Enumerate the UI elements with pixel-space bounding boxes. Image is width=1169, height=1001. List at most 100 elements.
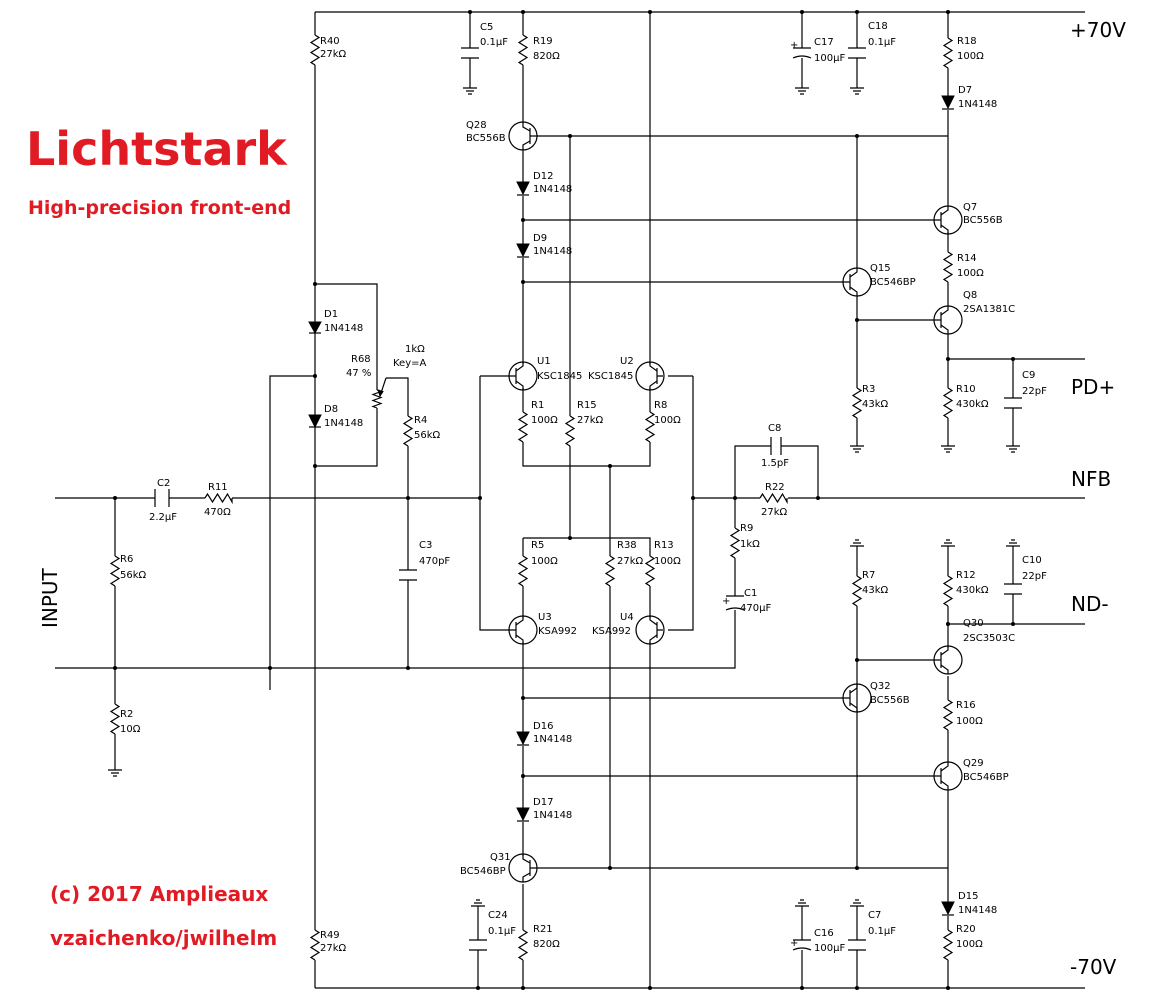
label-c24-ref: C24: [488, 910, 508, 921]
port-input-label: INPUT: [38, 567, 62, 628]
label-r10-ref: R10: [956, 384, 976, 395]
label-q32-val: BC556B: [870, 695, 910, 706]
label-d9-val: 1N4148: [533, 246, 572, 257]
label-u2-ref: U2: [620, 356, 634, 367]
label-r9-val: 1kΩ: [740, 539, 760, 550]
label-c18-ref: C18: [868, 21, 888, 32]
label-r3-ref: R3: [862, 384, 875, 395]
label-r16-val: 100Ω: [956, 716, 983, 727]
label-d7-val: 1N4148: [958, 99, 997, 110]
label-r19-ref: R19: [533, 36, 553, 47]
label-r49-val: 27kΩ: [320, 943, 347, 954]
credit-line-2: vzaichenko/jwilhelm: [50, 926, 277, 950]
label-q29-val: BC546BP: [963, 772, 1009, 783]
label-r13-ref: R13: [654, 540, 674, 551]
label-r4-val: 56kΩ: [414, 430, 441, 441]
label-d12-val: 1N4148: [533, 184, 572, 195]
label-r22-val: 27kΩ: [761, 507, 788, 518]
label-r14-val: 100Ω: [957, 268, 984, 279]
grounds: [108, 87, 1020, 907]
label-d8-ref: D8: [324, 404, 338, 415]
capacitors: + + +: [154, 40, 1022, 951]
label-q30-val: 2SC3503C: [963, 633, 1015, 644]
rail-positive-label: +70V: [1070, 18, 1126, 42]
label-r6-val: 56kΩ: [120, 570, 147, 581]
label-r1-val: 100Ω: [531, 415, 558, 426]
label-q31-ref: Q31: [490, 852, 511, 863]
label-r20-ref: R20: [956, 924, 976, 935]
diodes: [308, 95, 955, 916]
page-subtitle: High-precision front-end: [28, 197, 291, 219]
label-d9-ref: D9: [533, 233, 547, 244]
label-r16-ref: R16: [956, 700, 976, 711]
label-r1-ref: R1: [531, 400, 544, 411]
label-r68-pct: 47 %: [346, 368, 371, 379]
svg-text:+: +: [790, 938, 798, 949]
port-nfb-label: NFB: [1071, 467, 1111, 491]
label-c5-ref: C5: [480, 22, 493, 33]
label-u3-val: KSA992: [538, 626, 577, 637]
component-labels: R40 27kΩ R49 27kΩ C5 0.1µF R19 820Ω C24 …: [120, 21, 1047, 954]
svg-text:+: +: [790, 40, 798, 51]
label-c17-val: 100µF: [814, 53, 845, 64]
label-q7-ref: Q7: [963, 202, 977, 213]
label-u3-ref: U3: [538, 612, 552, 623]
label-r12-ref: R12: [956, 570, 976, 581]
label-r3-val: 43kΩ: [862, 399, 889, 410]
label-u2-val: KSC1845: [588, 371, 633, 382]
label-q29-ref: Q29: [963, 758, 984, 769]
label-r18-val: 100Ω: [957, 51, 984, 62]
title-block: Lichtstark High-precision front-end (c) …: [26, 122, 291, 950]
label-r22-ref: R22: [765, 482, 785, 493]
label-r8-val: 100Ω: [654, 415, 681, 426]
label-r38-val: 27kΩ: [617, 556, 644, 567]
label-c8-val: 1.5pF: [761, 458, 789, 469]
label-r2-val: 10Ω: [120, 724, 141, 735]
rail-negative-label: -70V: [1070, 955, 1117, 979]
label-q28-val: BC556B: [466, 133, 506, 144]
label-d15-ref: D15: [958, 891, 978, 902]
label-r15-val: 27kΩ: [577, 415, 604, 426]
label-r7-ref: R7: [862, 570, 875, 581]
label-c5-val: 0.1µF: [480, 37, 508, 48]
label-r21-val: 820Ω: [533, 939, 560, 950]
label-c16-ref: C16: [814, 928, 834, 939]
port-pd-label: PD+: [1071, 375, 1115, 399]
label-r9-ref: R9: [740, 523, 753, 534]
credit-line-1: (c) 2017 Amplieaux: [50, 882, 268, 906]
label-r40-ref: R40: [320, 36, 340, 47]
label-r4-ref: R4: [414, 415, 427, 426]
label-d8-val: 1N4148: [324, 418, 363, 429]
label-c1-val: 470µF: [740, 603, 771, 614]
label-c17-ref: C17: [814, 37, 834, 48]
transistors: [508, 121, 963, 883]
label-r6-ref: R6: [120, 554, 133, 565]
label-r68-val: 1kΩ: [405, 344, 425, 355]
label-r68-key: Key=A: [393, 358, 427, 369]
label-d17-ref: D17: [533, 797, 553, 808]
label-r2-ref: R2: [120, 709, 133, 720]
label-d1-val: 1N4148: [324, 323, 363, 334]
label-c10-val: 22pF: [1022, 571, 1047, 582]
label-c8-ref: C8: [768, 423, 781, 434]
label-q30-ref: Q30: [963, 618, 984, 629]
label-r49-ref: R49: [320, 930, 340, 941]
label-c3-val: 470pF: [419, 556, 450, 567]
label-r19-val: 820Ω: [533, 51, 560, 62]
label-q15-ref: Q15: [870, 263, 891, 274]
label-r68-ref: R68: [351, 354, 371, 365]
page-title: Lichtstark: [26, 122, 288, 176]
label-d16-val: 1N4148: [533, 734, 572, 745]
label-q8-val: 2SA1381C: [963, 304, 1015, 315]
label-r11-ref: R11: [208, 482, 228, 493]
label-q7-val: BC556B: [963, 215, 1003, 226]
label-r20-val: 100Ω: [956, 939, 983, 950]
label-c1-ref: C1: [744, 588, 757, 599]
label-r38-ref: R38: [617, 540, 637, 551]
label-q15-val: BC546BP: [870, 277, 916, 288]
label-d15-val: 1N4148: [958, 905, 997, 916]
svg-text:+: +: [722, 596, 730, 607]
label-c7-ref: C7: [868, 910, 881, 921]
label-c9-ref: C9: [1022, 370, 1035, 381]
